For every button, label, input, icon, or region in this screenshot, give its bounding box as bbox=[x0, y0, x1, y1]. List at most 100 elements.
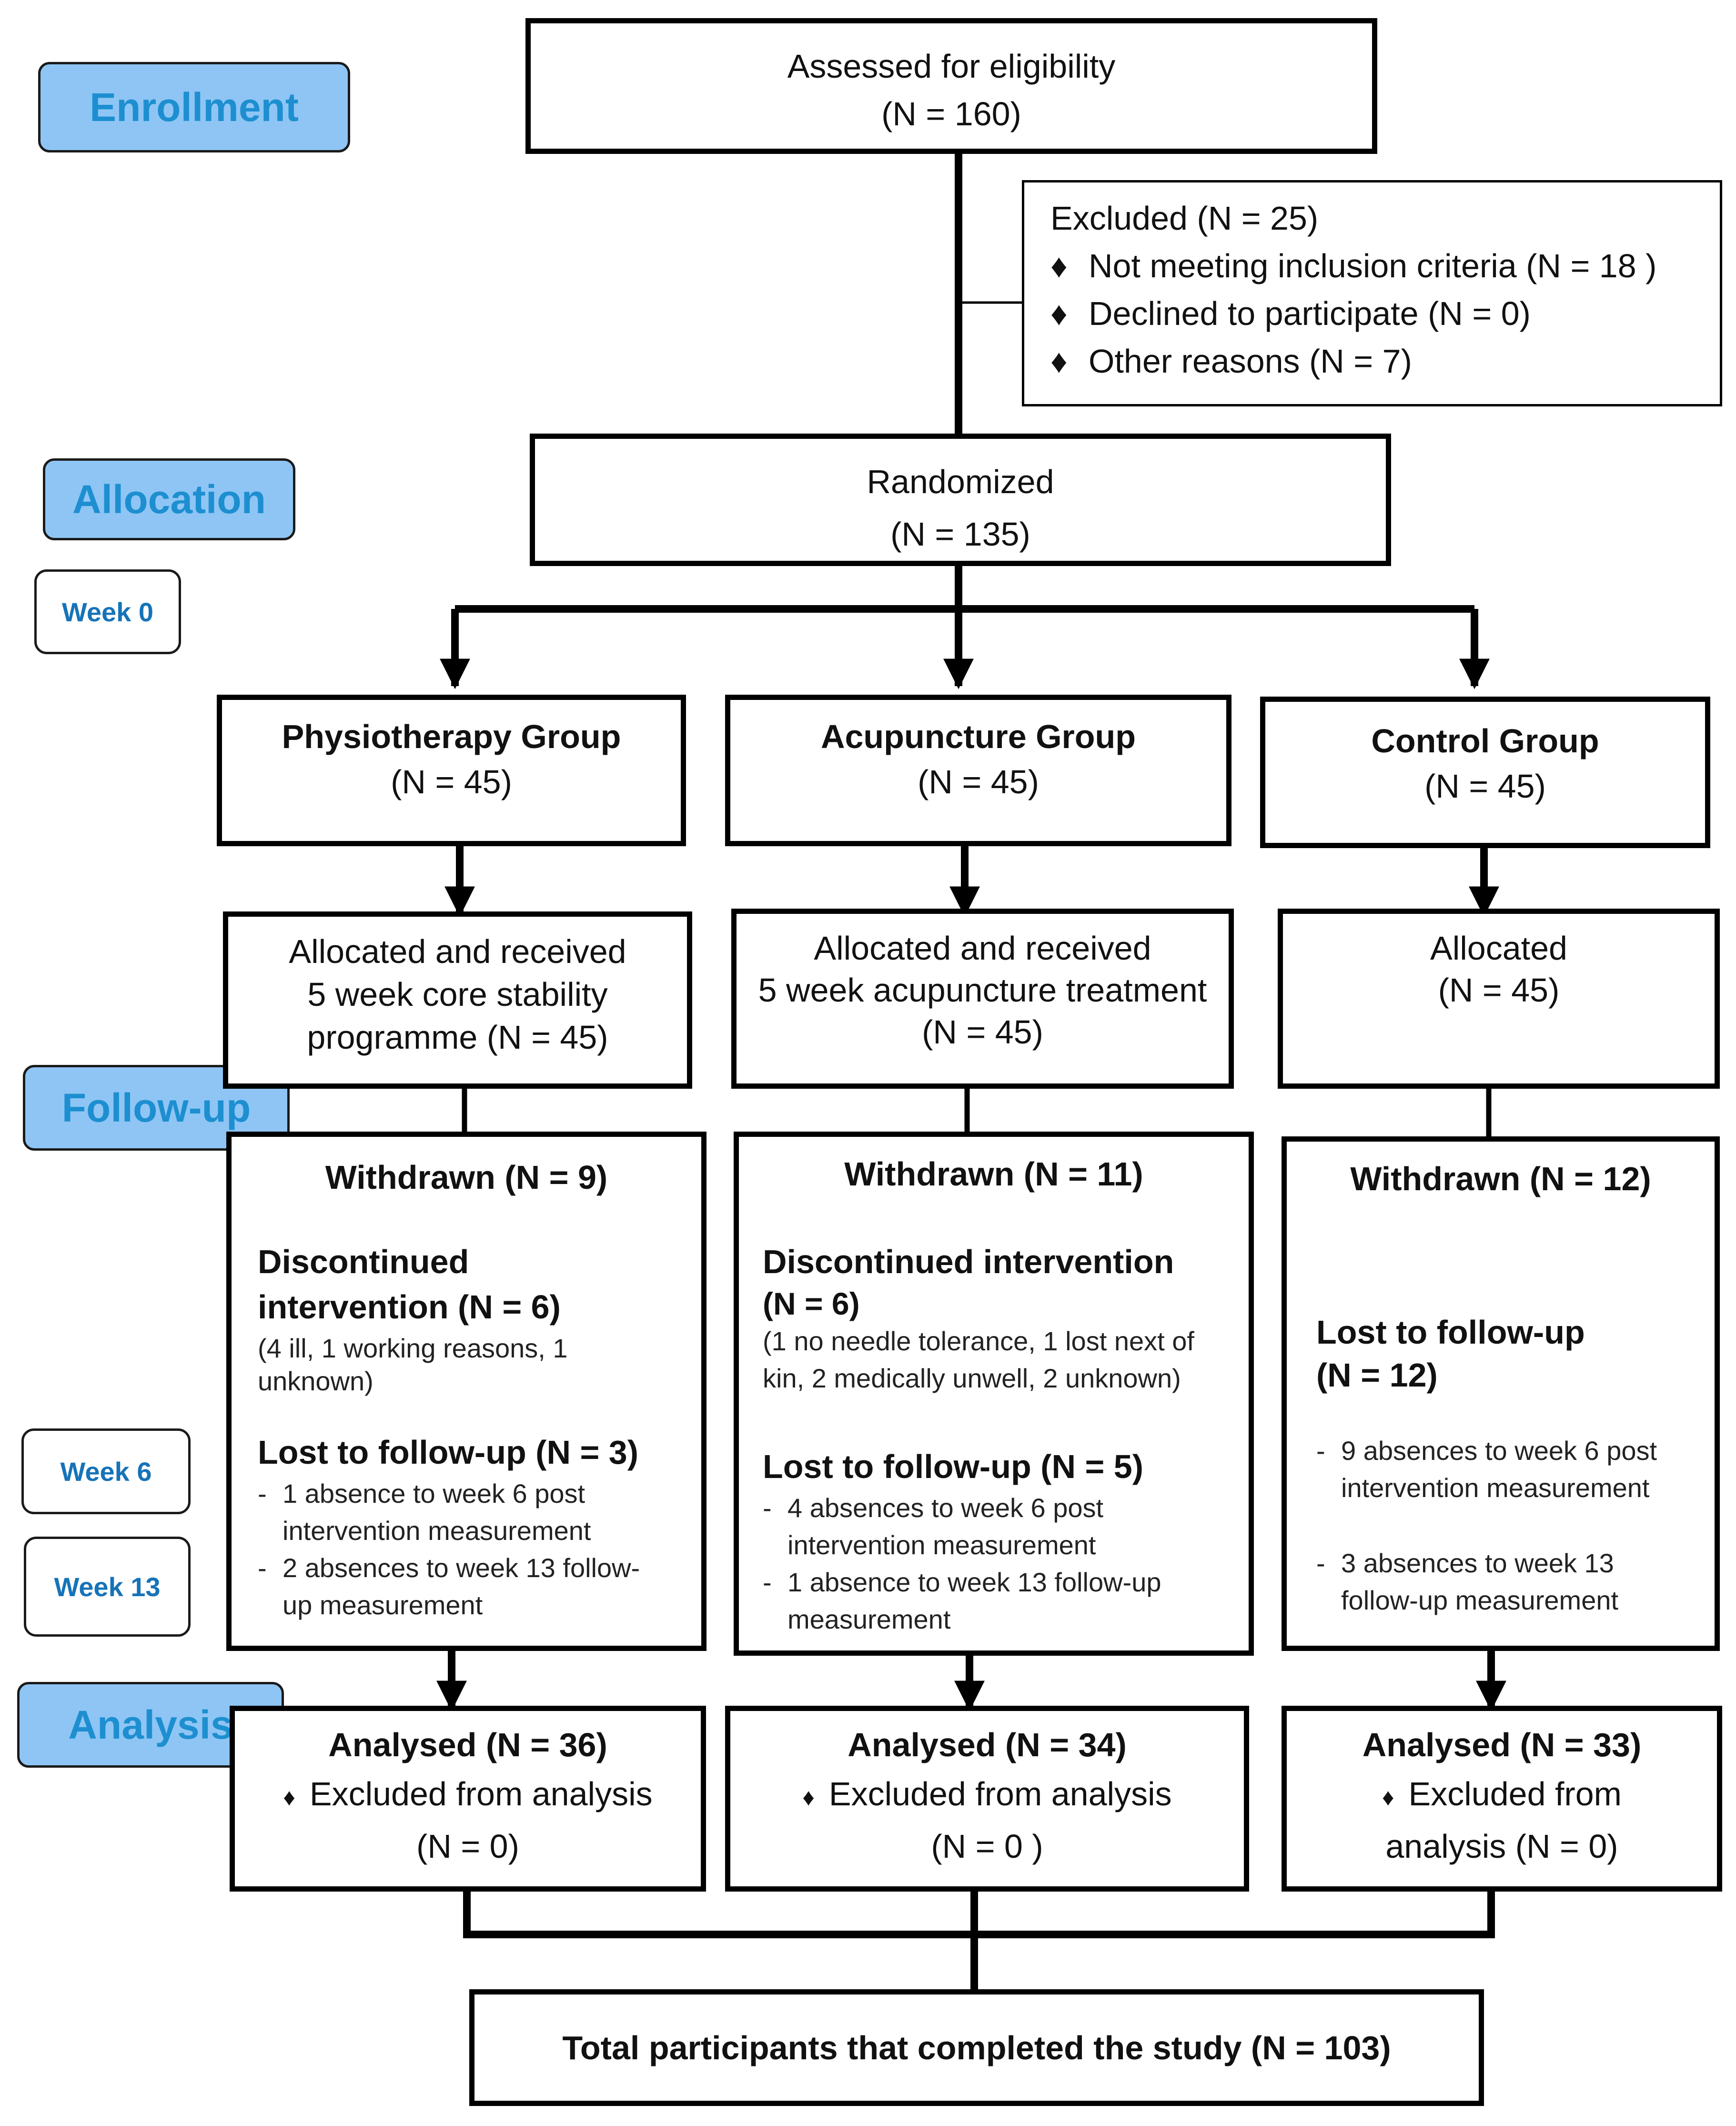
acu-discontinued-detail: kin, 2 medically unwell, 2 unknown) bbox=[763, 1363, 1181, 1393]
bullet-icon: ♦ bbox=[1050, 343, 1068, 380]
physio-excluded-n: (N = 0) bbox=[416, 1828, 519, 1865]
physio-lost-item-text: intervention measurement bbox=[283, 1516, 591, 1546]
acu-withdrawn-title: Withdrawn (N = 11) bbox=[844, 1155, 1143, 1193]
excluded-item-label: Declined to participate (N = 0) bbox=[1089, 295, 1531, 332]
physio-allocated-line: Allocated and received bbox=[289, 933, 626, 970]
acu-lost-item-text: intervention measurement bbox=[787, 1530, 1096, 1560]
assessed-n: (N = 160) bbox=[881, 95, 1021, 132]
control-lost-item-text: 3 absences to week 13 bbox=[1341, 1548, 1614, 1578]
physio-allocated-box: Allocated and received 5 week core stabi… bbox=[223, 911, 692, 1089]
stage-allocation-label: Allocation bbox=[72, 476, 266, 522]
physio-discontinued-title: Discontinued bbox=[258, 1243, 469, 1280]
physio-group-n: (N = 45) bbox=[391, 763, 512, 800]
acu-allocated-line: 5 week acupuncture treatment bbox=[758, 972, 1207, 1009]
randomized-box: Randomized (N = 135) bbox=[530, 434, 1391, 566]
physio-withdrawn-title: Withdrawn (N = 9) bbox=[325, 1159, 608, 1196]
physio-withdrawn-box: Withdrawn (N = 9) Discontinued intervent… bbox=[226, 1132, 707, 1651]
bullet-icon: ♦ bbox=[1050, 247, 1068, 284]
control-withdrawn-title: Withdrawn (N = 12) bbox=[1350, 1160, 1651, 1197]
physio-analysed-box: Analysed (N = 36) ♦ Excluded from analysi… bbox=[230, 1706, 706, 1892]
dash-icon: - bbox=[258, 1478, 267, 1508]
control-lost-item: - 3 absences to week 13 follow-up measur… bbox=[1316, 1545, 1705, 1619]
bullet-icon: ♦ bbox=[1382, 1784, 1394, 1811]
control-lost-item: - 9 absences to week 6 post intervention… bbox=[1316, 1432, 1705, 1507]
acu-lost-title: Lost to follow-up (N = 5) bbox=[763, 1448, 1144, 1485]
control-lost-title: (N = 12) bbox=[1316, 1357, 1438, 1394]
excluded-title: Excluded (N = 25) bbox=[1050, 200, 1319, 237]
total-box: Total participants that completed the st… bbox=[469, 1989, 1484, 2106]
total-participants: Total participants that completed the st… bbox=[562, 2029, 1391, 2066]
week-0-badge: Week 0 bbox=[34, 569, 181, 654]
control-lost-title: Lost to follow-up bbox=[1316, 1314, 1585, 1351]
physio-lost-item: - 1 absence to week 6 post intervention … bbox=[258, 1475, 692, 1549]
acu-group-box: Acupuncture Group (N = 45) bbox=[725, 695, 1231, 846]
control-excluded-analysis: analysis (N = 0) bbox=[1385, 1828, 1618, 1865]
physio-allocated-line: 5 week core stability bbox=[307, 976, 608, 1013]
acu-lost-item-text: 4 absences to week 6 post bbox=[787, 1493, 1104, 1523]
acu-group-n: (N = 45) bbox=[918, 763, 1039, 800]
control-group-box: Control Group (N = 45) bbox=[1260, 697, 1710, 848]
physio-discontinued-detail: (4 ill, 1 working reasons, 1 bbox=[258, 1333, 568, 1363]
week-0-label: Week 0 bbox=[62, 597, 153, 627]
stage-follow-up-label: Follow-up bbox=[61, 1085, 251, 1130]
physio-lost-item: - 2 absences to week 13 follow- up measu… bbox=[258, 1549, 692, 1624]
physio-discontinued-title: intervention (N = 6) bbox=[258, 1288, 561, 1326]
acu-lost-item-text: measurement bbox=[787, 1604, 951, 1634]
dash-icon: - bbox=[763, 1493, 772, 1523]
bullet-icon: ♦ bbox=[1050, 295, 1068, 332]
excluded-item-label: Other reasons (N = 7) bbox=[1089, 343, 1412, 380]
control-allocated-line: Allocated bbox=[1430, 930, 1567, 967]
excluded-box: Excluded (N = 25) ♦ Not meeting inclusio… bbox=[1022, 180, 1722, 406]
physio-excluded-analysis: Excluded from analysis bbox=[309, 1775, 653, 1812]
acu-discontinued-title: Discontinued intervention bbox=[763, 1243, 1174, 1280]
physio-allocated-line: programme (N = 45) bbox=[307, 1019, 608, 1056]
stage-enrollment-label: Enrollment bbox=[90, 84, 299, 130]
week-6-label: Week 6 bbox=[60, 1456, 152, 1487]
excluded-item-label: Not meeting inclusion criteria (N = 18 ) bbox=[1089, 247, 1657, 284]
acu-analysed-title: Analysed (N = 34) bbox=[848, 1726, 1127, 1763]
acu-lost-item: - 4 absences to week 6 post intervention… bbox=[763, 1489, 1239, 1564]
physio-group-name: Physiotherapy Group bbox=[282, 718, 621, 755]
acu-allocated-line: Allocated and received bbox=[814, 930, 1151, 967]
assessed-title: Assessed for eligibility bbox=[787, 48, 1116, 85]
acu-discontinued-title: (N = 6) bbox=[763, 1286, 860, 1321]
stage-analysis-label: Analysis bbox=[68, 1702, 233, 1747]
control-lost-item-text: follow-up measurement bbox=[1341, 1585, 1619, 1615]
excluded-item: ♦ Not meeting inclusion criteria (N = 18… bbox=[1050, 242, 1710, 290]
acu-excluded-analysis: Excluded from analysis bbox=[828, 1775, 1172, 1812]
control-allocated-box: Allocated (N = 45) bbox=[1278, 909, 1720, 1089]
physio-lost-item-text: 2 absences to week 13 follow- bbox=[283, 1553, 640, 1583]
bullet-icon: ♦ bbox=[802, 1784, 815, 1811]
week-6-badge: Week 6 bbox=[21, 1428, 191, 1514]
acu-analysed-box: Analysed (N = 34) ♦ Excluded from analysi… bbox=[725, 1706, 1249, 1892]
physio-group-box: Physiotherapy Group (N = 45) bbox=[217, 695, 686, 846]
stage-allocation: Allocation bbox=[43, 458, 295, 540]
control-group-name: Control Group bbox=[1371, 722, 1599, 759]
control-lost-item-text: 9 absences to week 6 post bbox=[1341, 1436, 1657, 1466]
acu-allocated-line: (N = 45) bbox=[922, 1013, 1043, 1051]
acu-lost-item-text: 1 absence to week 13 follow-up bbox=[787, 1567, 1161, 1597]
week-13-label: Week 13 bbox=[54, 1571, 161, 1602]
week-13-badge: Week 13 bbox=[24, 1537, 191, 1637]
dash-icon: - bbox=[763, 1567, 772, 1597]
acu-lost-item: - 1 absence to week 13 follow-up measure… bbox=[763, 1564, 1239, 1638]
dash-icon: - bbox=[1316, 1548, 1325, 1578]
physio-lost-item-text: up measurement bbox=[283, 1590, 483, 1620]
control-allocated-line: (N = 45) bbox=[1438, 972, 1560, 1009]
randomized-n: (N = 135) bbox=[890, 516, 1030, 553]
acu-discontinued-detail: (1 no needle tolerance, 1 lost next of bbox=[763, 1326, 1194, 1356]
control-withdrawn-box: Withdrawn (N = 12) Lost to follow-up (N … bbox=[1282, 1136, 1720, 1651]
stage-enrollment: Enrollment bbox=[38, 62, 350, 152]
control-lost-item-text: intervention measurement bbox=[1341, 1473, 1650, 1503]
physio-analysed-title: Analysed (N = 36) bbox=[328, 1726, 607, 1763]
acu-allocated-box: Allocated and received 5 week acupunctur… bbox=[731, 909, 1234, 1089]
physio-lost-title: Lost to follow-up (N = 3) bbox=[258, 1434, 639, 1471]
control-analysed-box: Analysed (N = 33) ♦Excluded from analysi… bbox=[1282, 1706, 1722, 1892]
acu-group-name: Acupuncture Group bbox=[820, 718, 1136, 755]
bullet-icon: ♦ bbox=[283, 1784, 295, 1811]
control-excluded-analysis: Excluded from bbox=[1408, 1775, 1622, 1812]
physio-lost-item-text: 1 absence to week 6 post bbox=[283, 1478, 585, 1508]
dash-icon: - bbox=[258, 1553, 267, 1583]
